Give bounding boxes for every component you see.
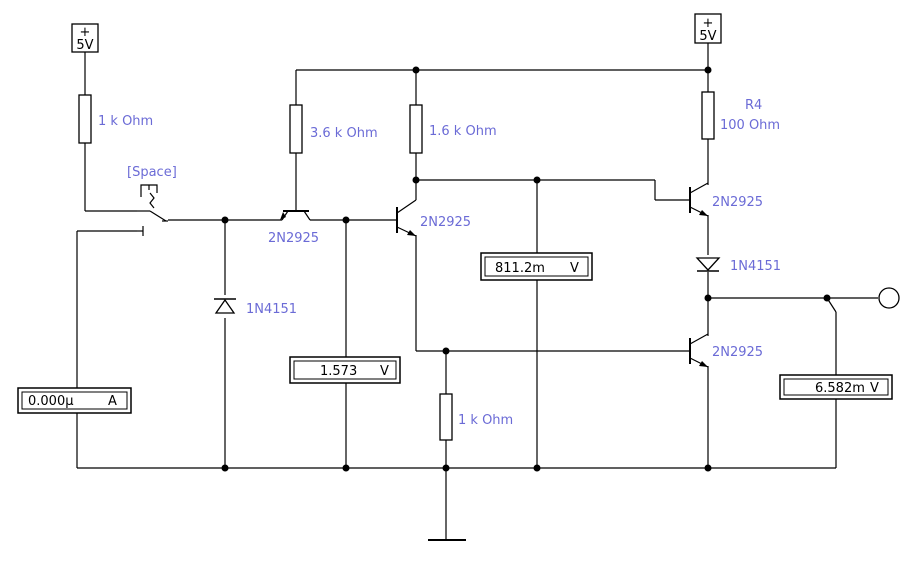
junction-dot (533, 464, 541, 472)
diode-label: 1N4151 (730, 259, 781, 274)
junction-dot (221, 464, 229, 472)
output-terminal[interactable] (878, 287, 900, 309)
transistor-q2[interactable]: 2N2925 (396, 181, 471, 237)
resistor-q1[interactable]: 3.6 k Ohm (289, 104, 378, 154)
supply-5v-left[interactable]: + 5V (71, 23, 99, 53)
junction-dot (704, 66, 712, 74)
transistor-label: 2N2925 (712, 195, 763, 210)
resistor-label: 1 k Ohm (458, 413, 513, 428)
resistor-label: 1.6 k Ohm (429, 124, 497, 139)
supply-plus: + (703, 16, 714, 31)
diode-label: 1N4151 (246, 302, 297, 317)
resistor-r4[interactable]: R4 100 Ohm (701, 91, 780, 140)
junction-nodes (221, 66, 831, 472)
wires (76, 43, 878, 540)
transistor-label: 2N2925 (420, 215, 471, 230)
junction-dot (412, 176, 420, 184)
supply-plus: + (80, 25, 91, 40)
voltmeter-value: 6.582m (815, 381, 865, 396)
supply-voltage: 5V (76, 38, 93, 53)
diode-output[interactable]: 1N4151 (695, 257, 781, 274)
junction-dot (412, 66, 420, 74)
transistor-q1[interactable]: 2N2925 (268, 197, 319, 246)
supply-voltage: 5V (699, 29, 716, 44)
transistor-q4[interactable]: 2N2925 (689, 333, 763, 368)
junction-dot (533, 176, 541, 184)
resistor-label: 100 Ohm (720, 118, 780, 133)
diode-input[interactable]: 1N4151 (214, 298, 297, 317)
transistor-q3[interactable]: 2N2925 (689, 182, 763, 217)
junction-dot (704, 464, 712, 472)
transistor-label: 2N2925 (268, 231, 319, 246)
resistor-bottom[interactable]: 1 k Ohm (439, 393, 513, 441)
supply-5v-right[interactable]: + 5V (694, 13, 722, 44)
switch-key-label: [Space] (127, 165, 177, 180)
switch-space[interactable]: [Space] (127, 165, 177, 236)
junction-dot (442, 464, 450, 472)
voltmeter-q1[interactable]: 1.573 V (289, 356, 401, 384)
resistor-name: R4 (745, 98, 762, 113)
junction-dot (221, 216, 229, 224)
ammeter[interactable]: 0.000µ A (17, 387, 132, 414)
junction-dot (442, 347, 450, 355)
ammeter-value: 0.000µ (28, 394, 74, 409)
voltmeter-value: 811.2m (495, 261, 545, 276)
resistor-q2[interactable]: 1.6 k Ohm (409, 104, 497, 154)
transistor-label: 2N2925 (712, 345, 763, 360)
resistor-input[interactable]: 1 k Ohm (78, 94, 153, 144)
voltmeter-unit: V (570, 261, 579, 276)
voltmeter-output[interactable]: 6.582m V (779, 374, 893, 400)
junction-dot (823, 294, 831, 302)
voltmeter-unit: V (380, 364, 389, 379)
resistor-label: 3.6 k Ohm (310, 126, 378, 141)
junction-dot (342, 216, 350, 224)
voltmeter-unit: V (870, 381, 879, 396)
junction-dot (342, 464, 350, 472)
voltmeter-value: 1.573 (320, 364, 357, 379)
junction-dot (704, 294, 712, 302)
voltmeter-mid[interactable]: 811.2m V (480, 252, 593, 281)
ammeter-unit: A (108, 394, 117, 409)
resistor-label: 1 k Ohm (98, 114, 153, 129)
